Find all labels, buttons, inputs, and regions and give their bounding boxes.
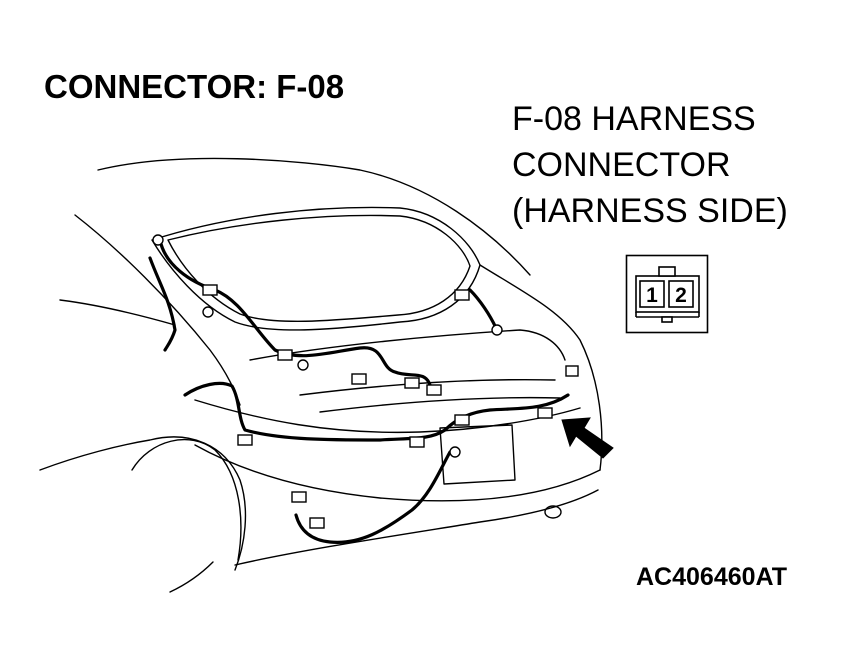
pin-number-2: 2 — [675, 284, 687, 307]
connector-lock-tab — [658, 266, 676, 277]
tire-bottom — [169, 561, 214, 593]
f08-pointer-arrow — [561, 417, 614, 459]
tail-light-band — [194, 399, 581, 434]
harness-connectors — [152, 234, 579, 529]
spoiler-edge — [319, 396, 561, 413]
connector-block — [454, 289, 470, 301]
connector-block — [537, 407, 553, 419]
connector-block — [426, 384, 442, 396]
caption-line-3: (HARNESS SIDE) — [512, 192, 788, 230]
ground-terminal — [152, 234, 164, 246]
housing-key — [661, 316, 673, 323]
pin-cavity-1 — [639, 280, 665, 308]
ground-terminal — [202, 306, 214, 318]
rear-window-glass — [167, 214, 471, 323]
connector-block — [404, 377, 420, 389]
harness-lower-branch — [183, 381, 570, 442]
connector-block — [291, 491, 307, 503]
tire-outline — [131, 438, 242, 561]
caption-line-2: CONNECTOR — [512, 146, 731, 184]
connector-block — [409, 436, 425, 448]
bumper-lower — [234, 489, 599, 566]
rear-window-frame — [151, 206, 481, 331]
roof-line — [97, 157, 531, 276]
ground-terminal — [297, 359, 309, 371]
rear-quarter-right — [479, 264, 603, 471]
exhaust-tip — [544, 505, 562, 519]
pin-cavity-2 — [668, 280, 694, 308]
connector-block — [237, 434, 253, 446]
harness-upper-branch — [158, 238, 432, 387]
car-body-outline — [39, 157, 603, 593]
arrow-icon — [561, 417, 614, 459]
wiring-harness — [148, 238, 570, 544]
pin-number-1: 1 — [646, 284, 658, 307]
connector-block — [202, 284, 218, 296]
connector-block — [351, 373, 367, 385]
ground-terminal — [449, 446, 461, 458]
deck-lid-top — [249, 329, 566, 361]
bumper-upper — [194, 444, 601, 502]
side-character-line — [59, 299, 176, 326]
figure-code: AC406460AT — [636, 563, 788, 591]
connector-block — [309, 517, 325, 529]
caption-line-1: F-08 HARNESS — [512, 100, 756, 138]
harness-left-drop — [148, 256, 177, 352]
harness-window-branch — [468, 288, 498, 330]
connector-block — [454, 414, 470, 426]
connector-block — [565, 365, 579, 377]
harness-connector-caption: F-08 HARNESS CONNECTOR (HARNESS SIDE) — [512, 96, 788, 234]
harness-plate-branch — [294, 450, 452, 544]
spoiler-lip — [299, 378, 556, 396]
ground-terminal — [491, 324, 503, 336]
page-title: CONNECTOR: F-08 — [44, 68, 345, 105]
connector-block — [277, 349, 293, 361]
connector-face-diagram: 1 2 — [625, 254, 709, 334]
